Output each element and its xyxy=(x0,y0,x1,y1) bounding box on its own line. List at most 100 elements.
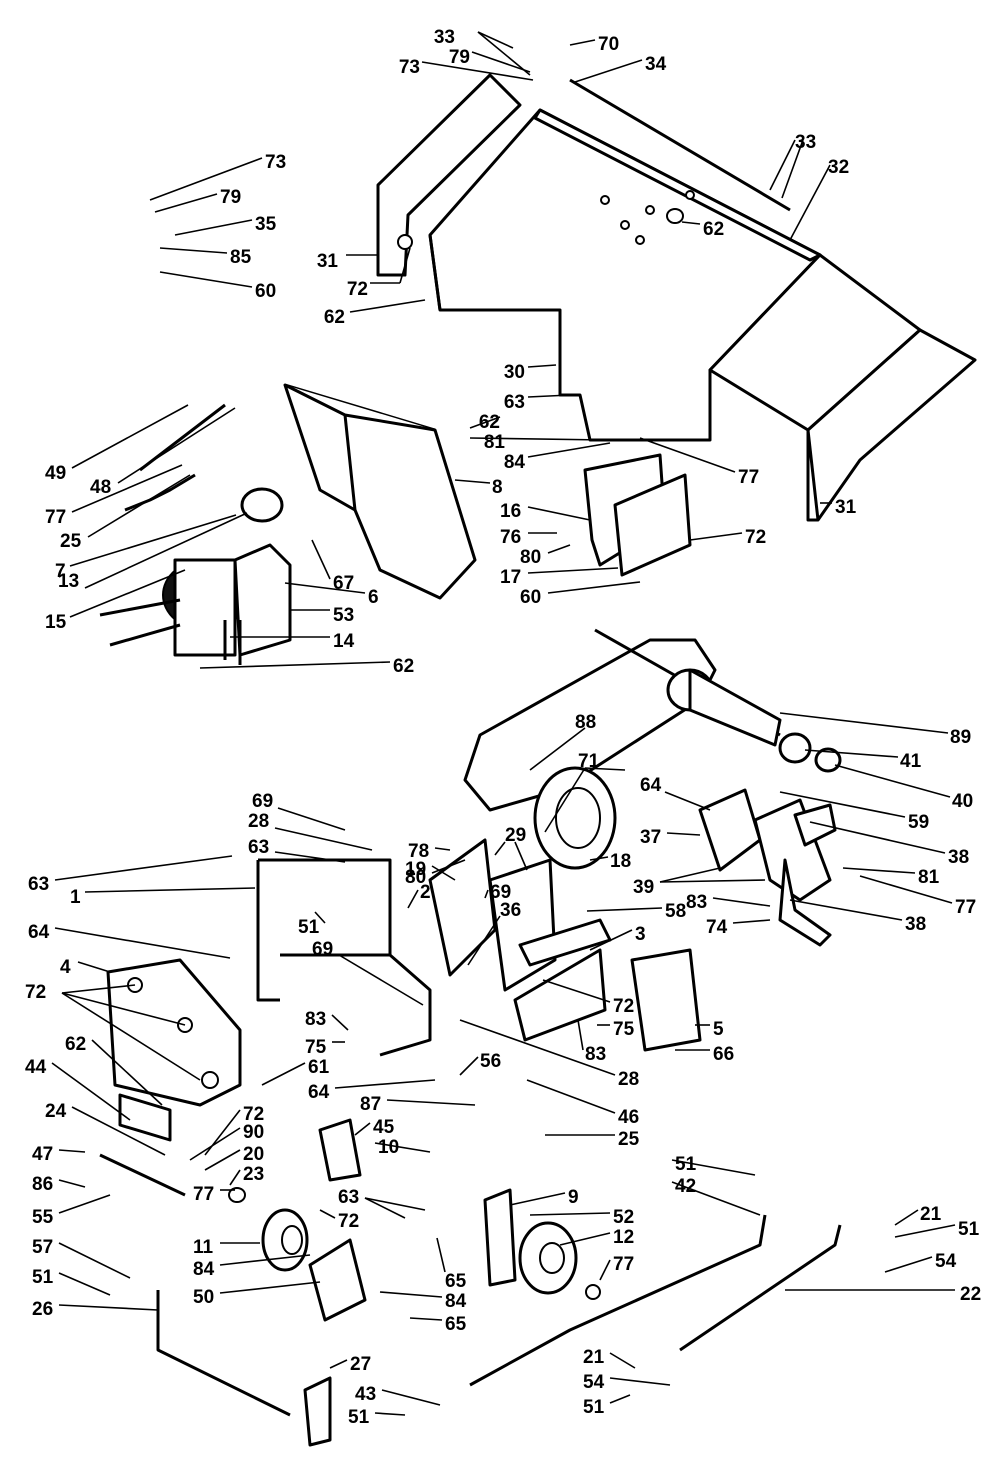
callout-19: 19 xyxy=(405,859,456,881)
callout-51: 51 xyxy=(894,1219,980,1240)
callout-90: 90 xyxy=(189,1122,264,1161)
leader-line xyxy=(639,437,736,473)
callout-54: 54 xyxy=(884,1251,957,1273)
callout-number: 89 xyxy=(950,727,971,748)
callout-number: 79 xyxy=(449,47,470,68)
leader-line xyxy=(547,544,571,554)
side-plate-left xyxy=(376,73,522,277)
callout-number: 21 xyxy=(583,1347,605,1368)
leader-line xyxy=(84,887,256,893)
callout-2: 2 xyxy=(407,882,431,909)
callout-57: 57 xyxy=(32,1237,131,1279)
callout-number: 60 xyxy=(520,587,541,608)
callout-3: 3 xyxy=(589,924,646,951)
leader-line xyxy=(431,859,466,874)
leader-line xyxy=(789,899,903,921)
callout-34: 34 xyxy=(574,54,667,83)
callout-number: 51 xyxy=(583,1397,605,1418)
callout-84: 84 xyxy=(504,442,611,473)
callout-52: 52 xyxy=(529,1207,634,1228)
callout-7: 7 xyxy=(55,514,237,582)
callout-78: 78 xyxy=(408,841,451,862)
callout-64: 64 xyxy=(28,922,231,959)
bracket-45 xyxy=(318,1118,362,1182)
leader-line xyxy=(529,1212,611,1216)
callout-number: 49 xyxy=(45,463,66,484)
callout-number: 75 xyxy=(613,1019,635,1040)
callout-80: 80 xyxy=(405,859,466,888)
pulley-18 xyxy=(533,766,617,870)
leader-line xyxy=(712,897,771,907)
callout-number: 77 xyxy=(613,1254,634,1275)
leader-line xyxy=(484,889,489,899)
callout-number: 25 xyxy=(60,531,82,552)
callout-79: 79 xyxy=(154,187,241,213)
callout-10: 10 xyxy=(374,1137,431,1158)
callout-number: 47 xyxy=(32,1144,53,1165)
callout-number: 3 xyxy=(635,924,646,945)
callout-37: 37 xyxy=(640,827,701,848)
callout-69: 69 xyxy=(312,939,424,1006)
callout-number: 54 xyxy=(935,1251,957,1272)
side-plate-right xyxy=(806,328,977,522)
callout-number: 86 xyxy=(32,1174,53,1195)
callout-77: 77 xyxy=(639,437,759,488)
leader-line xyxy=(809,821,946,854)
leader-line xyxy=(77,961,111,973)
callout-46: 46 xyxy=(526,1079,639,1128)
callout-number: 22 xyxy=(960,1284,981,1305)
leader-line xyxy=(71,404,189,469)
leader-line xyxy=(842,867,916,874)
callout-number: 69 xyxy=(490,882,511,903)
callout-number: 72 xyxy=(745,527,766,548)
leader-line xyxy=(149,157,263,201)
callout-27: 27 xyxy=(329,1354,371,1375)
callout-number: 51 xyxy=(32,1267,54,1288)
callout-number: 62 xyxy=(324,307,345,328)
callout-number: 69 xyxy=(252,791,273,812)
callout-number: 41 xyxy=(900,751,922,772)
leader-line xyxy=(599,1259,611,1281)
callout-number: 72 xyxy=(25,982,46,1003)
callout-42: 42 xyxy=(671,1176,761,1216)
callout-number: 78 xyxy=(408,841,429,862)
leader-line xyxy=(399,247,411,284)
callout-number: 90 xyxy=(243,1122,264,1143)
leader-line xyxy=(58,1149,86,1153)
shaft-24 xyxy=(99,1153,186,1197)
leader-line xyxy=(379,1291,443,1298)
callout-number: 63 xyxy=(338,1187,359,1208)
callout-number: 26 xyxy=(32,1299,53,1320)
callout-number: 20 xyxy=(243,1144,264,1165)
leader-line xyxy=(559,1232,611,1246)
leader-line xyxy=(779,791,906,818)
callout-number: 6 xyxy=(368,587,379,608)
callout-number: 35 xyxy=(255,214,277,235)
callout-85: 85 xyxy=(159,247,252,268)
callout-number: 39 xyxy=(633,877,654,898)
leader-line xyxy=(586,907,663,912)
callout-number: 51 xyxy=(675,1154,697,1175)
callout-77: 77 xyxy=(599,1254,634,1281)
callout-59: 59 xyxy=(779,791,929,833)
callout-38: 38 xyxy=(809,821,969,868)
callout-number: 53 xyxy=(333,605,354,626)
callout-number: 74 xyxy=(706,917,728,938)
callout-70: 70 xyxy=(569,34,619,55)
callout-26: 26 xyxy=(32,1299,159,1320)
callout-number: 32 xyxy=(828,157,849,178)
callout-77: 77 xyxy=(859,875,976,918)
callout-number: 84 xyxy=(504,452,526,473)
leader-line xyxy=(364,1197,426,1211)
callout-number: 45 xyxy=(373,1117,395,1138)
callout-23: 23 xyxy=(229,1164,264,1186)
callout-83: 83 xyxy=(686,892,771,913)
callout-55: 55 xyxy=(32,1194,111,1228)
callout-79: 79 xyxy=(449,47,531,73)
callout-number: 28 xyxy=(248,811,269,832)
leader-line xyxy=(477,31,514,49)
knob-13 xyxy=(240,487,284,523)
leader-line xyxy=(527,364,557,368)
callout-number: 24 xyxy=(45,1101,67,1122)
